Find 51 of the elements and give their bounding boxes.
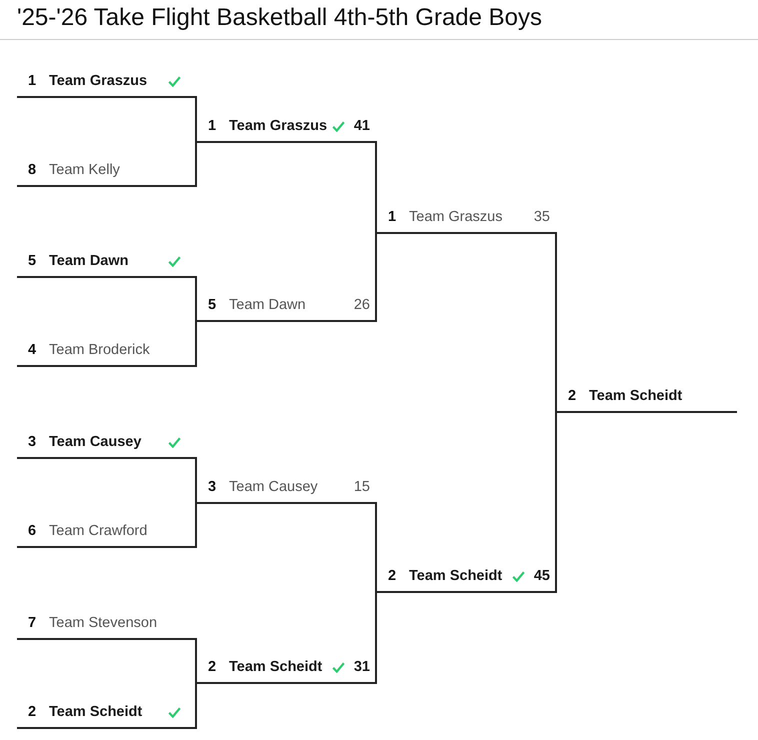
team-name: Team Scheidt: [589, 387, 682, 405]
team-name: Team Causey: [229, 478, 318, 496]
bracket-line: [195, 682, 197, 729]
score: 26: [354, 296, 370, 314]
score: 15: [354, 478, 370, 496]
bracket-line: [195, 502, 197, 548]
seed-number: 4: [28, 341, 36, 359]
seed-number: 6: [28, 522, 36, 540]
bracket-line: [195, 457, 197, 504]
title: '25-'26 Take Flight Basketball 4th-5th Grade Boys: [17, 4, 542, 32]
team-name: Team Graszus: [229, 117, 328, 135]
seed-number: 2: [568, 387, 576, 405]
score: 41: [354, 117, 370, 135]
score: 35: [534, 208, 550, 226]
team-name: Team Dawn: [229, 296, 306, 314]
seed-number: 2: [28, 703, 36, 721]
seed-number: 2: [208, 658, 216, 676]
seed-number: 3: [28, 433, 36, 451]
team-name: Team Graszus: [409, 208, 502, 226]
team-name: Team Scheidt: [229, 658, 322, 676]
bracket-line: [375, 502, 377, 593]
seed-number: 5: [208, 296, 216, 314]
bracket-line: [375, 591, 377, 684]
seed-number: 5: [28, 252, 36, 270]
bracket-line: [195, 141, 197, 187]
bracket-line: [555, 411, 557, 593]
bracket-line: [195, 276, 197, 322]
score: 45: [534, 567, 550, 585]
bracket-line: [555, 232, 557, 413]
seed-number: 1: [388, 208, 396, 226]
team-name: Team Scheidt: [49, 703, 142, 721]
bracket-line: [195, 638, 197, 684]
seed-number: 3: [208, 478, 216, 496]
team-name: Team Crawford: [49, 522, 148, 540]
team-name: Team Scheidt: [409, 567, 502, 585]
seed-number: 2: [388, 567, 396, 585]
team-name: Team Dawn: [49, 252, 129, 270]
score: 31: [354, 658, 370, 676]
seed-number: 1: [28, 72, 36, 90]
bracket-line: [375, 141, 377, 234]
team-name: Team Broderick: [49, 341, 150, 359]
bracket-line: [375, 232, 377, 322]
seed-number: 8: [28, 161, 36, 179]
team-name: Team Graszus: [49, 72, 148, 90]
seed-number: 7: [28, 614, 36, 632]
seed-number: 1: [208, 117, 216, 135]
bracket-line: [195, 96, 197, 143]
team-name: Team Causey: [49, 433, 142, 451]
bracket-line: [195, 320, 197, 367]
team-name: Team Stevenson: [49, 614, 158, 632]
team-name: Team Kelly: [49, 161, 120, 179]
